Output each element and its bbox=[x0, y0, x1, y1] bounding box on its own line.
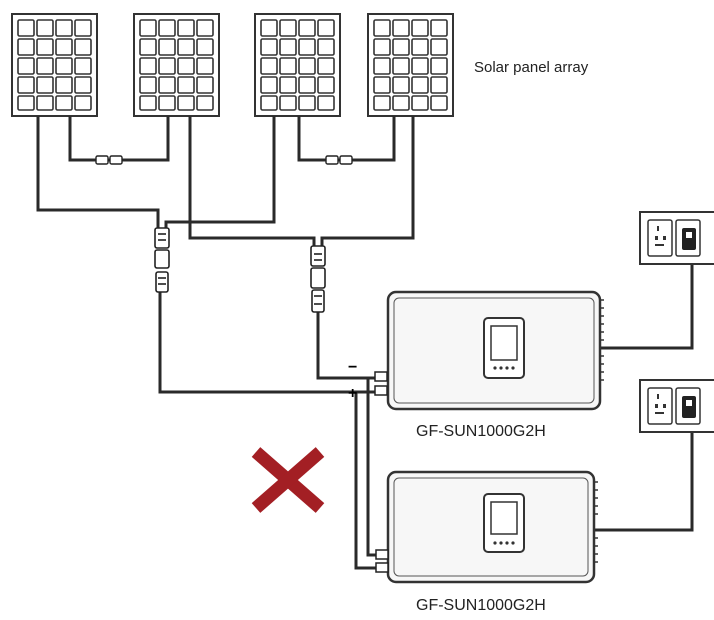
dc-input-minus bbox=[374, 371, 388, 382]
display-screen bbox=[490, 325, 518, 361]
display-screen bbox=[490, 501, 518, 535]
wall-socket-bottom bbox=[639, 379, 714, 433]
display-panel bbox=[483, 493, 525, 553]
y-connector-a bbox=[154, 227, 170, 293]
minus-sign: − bbox=[348, 359, 357, 376]
solar-panel-array bbox=[11, 13, 454, 117]
inverter-bottom-label: GF-SUN1000G2H bbox=[416, 597, 546, 614]
control-buttons bbox=[493, 366, 515, 370]
plug-icon bbox=[682, 396, 696, 418]
y-connector-b bbox=[310, 245, 326, 313]
inverter-top bbox=[374, 290, 604, 411]
heatsink-fins bbox=[594, 481, 598, 563]
solar-panel-2 bbox=[133, 13, 220, 117]
display-panel bbox=[483, 317, 525, 379]
dc-input-minus bbox=[375, 549, 389, 560]
cross-icon bbox=[251, 447, 325, 513]
solar-panel-3 bbox=[254, 13, 341, 117]
plus-sign: + bbox=[348, 385, 357, 402]
wall-socket-top bbox=[639, 211, 714, 265]
inverter-bottom bbox=[375, 470, 598, 584]
plug-icon bbox=[682, 228, 696, 250]
series-connectors bbox=[95, 155, 353, 165]
heatsink-fins bbox=[600, 299, 604, 381]
dc-input-plus bbox=[374, 385, 388, 396]
dc-input-plus bbox=[375, 562, 389, 573]
solar-panel-1 bbox=[11, 13, 98, 117]
control-buttons bbox=[493, 541, 515, 545]
inverter-top-label: GF-SUN1000G2H bbox=[416, 423, 546, 440]
array-label: Solar panel array bbox=[474, 59, 589, 76]
solar-panel-4 bbox=[367, 13, 454, 117]
